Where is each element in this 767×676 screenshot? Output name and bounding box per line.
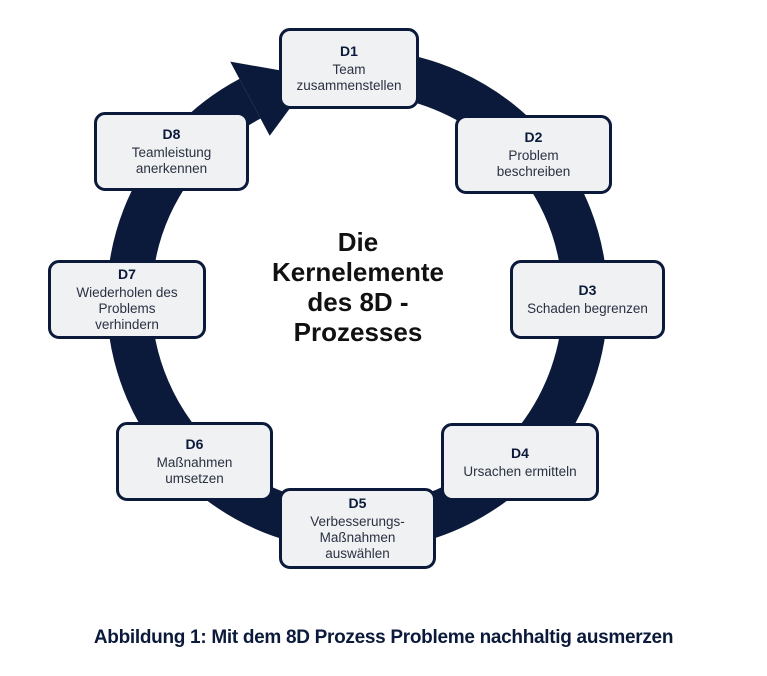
step-label: Schaden begrenzen xyxy=(527,301,648,316)
step-label: Problem beschreiben xyxy=(496,148,571,179)
step-d1: D1 Team zusammenstellen xyxy=(279,28,419,109)
step-id: D1 xyxy=(340,43,358,59)
step-id: D3 xyxy=(578,282,597,298)
step-id: D4 xyxy=(511,444,529,461)
step-d8: D8 Teamleistung anerkennen xyxy=(94,112,249,191)
step-d6: D6 Maßnahmen umsetzen xyxy=(116,422,273,501)
step-label: Ursachen ermitteln xyxy=(463,463,577,479)
step-label: Verbesserungs- Maßnahmen auswählen xyxy=(310,514,405,561)
step-label: Team zusammenstellen xyxy=(296,62,402,93)
step-id: D6 xyxy=(185,436,204,452)
step-d5: D5 Verbesserungs- Maßnahmen auswählen xyxy=(279,488,436,569)
diagram-title: Die Kernelemente des 8D - Prozesses xyxy=(272,227,444,347)
step-id: D5 xyxy=(348,495,367,511)
step-label: Teamleistung anerkennen xyxy=(131,145,212,176)
step-id: D8 xyxy=(162,126,181,142)
step-label: Wiederholen des Problems verhindern xyxy=(76,285,178,332)
step-d2: D2 Problem beschreiben xyxy=(455,115,612,194)
step-d4: D4 Ursachen ermitteln xyxy=(441,423,599,501)
step-id: D2 xyxy=(524,129,543,145)
figure-caption: Abbildung 1: Mit dem 8D Prozess Probleme… xyxy=(93,627,674,648)
step-d7: D7 Wiederholen des Problems verhindern xyxy=(48,260,206,339)
step-id: D7 xyxy=(118,266,136,282)
step-d3: D3 Schaden begrenzen xyxy=(510,260,665,339)
step-label: Maßnahmen umsetzen xyxy=(156,455,233,486)
